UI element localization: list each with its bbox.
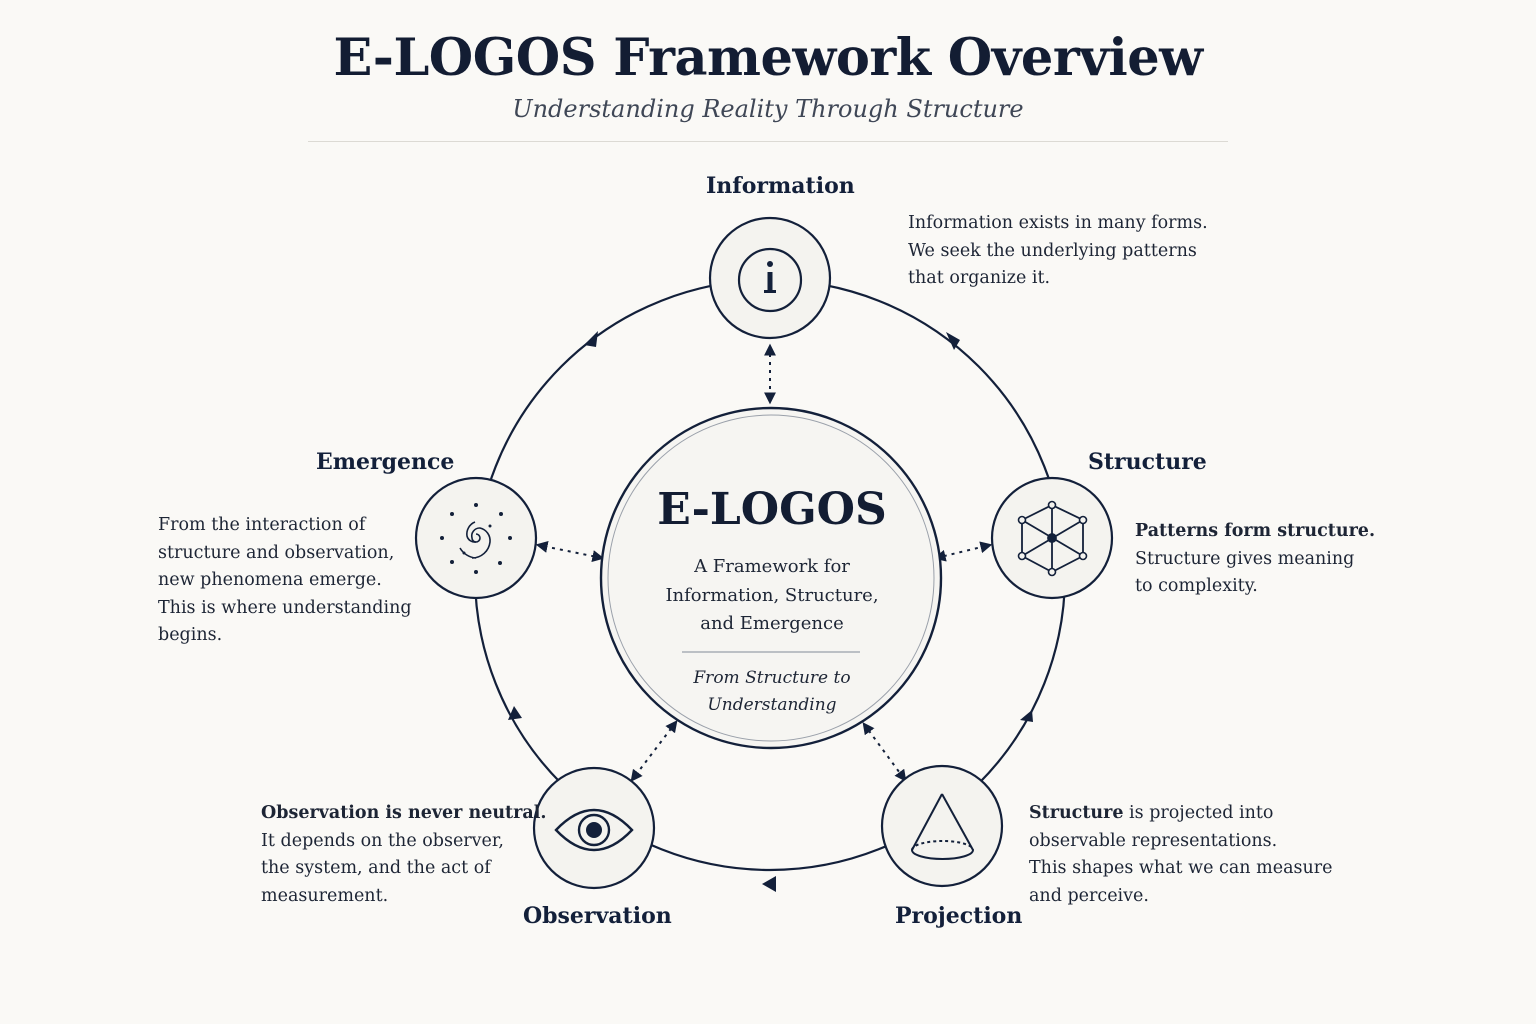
node-information [708, 216, 832, 340]
connector-projection [862, 722, 907, 782]
description-line: measurement. [261, 885, 389, 906]
description-lead: Patterns form [1135, 521, 1278, 541]
connector-structure [933, 541, 993, 562]
description-observation: Observation is never neutral. It depends… [261, 800, 546, 910]
cube-network-icon [1017, 500, 1088, 577]
label-information: Information [706, 173, 855, 199]
center-tagline: From Structure to Understanding [630, 665, 914, 719]
description-line: This is where understanding [158, 597, 412, 618]
header-divider [308, 141, 1228, 142]
page-subtitle: Understanding Reality Through Structure [512, 95, 1024, 123]
arrow-structure-to-projection [1020, 710, 1033, 722]
arrow-emergence-to-information [584, 331, 598, 347]
description-line: the system, and the act of [261, 858, 491, 878]
label-observation: Observation [523, 903, 672, 929]
center-subtitle: A Framework for Information, Structure, … [630, 553, 914, 639]
description-line: We seek the underlying patterns [908, 240, 1197, 261]
label-structure: Structure [1088, 449, 1207, 475]
description-bold: structure. [1277, 521, 1376, 541]
cone-icon [911, 793, 974, 860]
center-tagline-line: From Structure to [693, 668, 851, 688]
description-line: observable representations. [1029, 830, 1278, 851]
center-circle-inner [607, 414, 935, 742]
node-observation [532, 766, 656, 890]
info-icon [737, 247, 803, 313]
arrow-observation-to-emergence [508, 706, 522, 720]
label-emergence: Emergence [316, 449, 455, 475]
center-subtitle-line: and Emergence [700, 613, 844, 634]
center-circle-outer [599, 406, 943, 750]
eye-icon [554, 808, 634, 852]
description-line: Information exists in many forms. [908, 213, 1208, 233]
connector-emergence [535, 541, 605, 562]
node-projection [880, 764, 1004, 888]
description-line: and perceive. [1029, 885, 1149, 906]
arrow-projection-to-observation [762, 876, 776, 892]
description-lead: is projected into [1123, 803, 1274, 823]
spiral-galaxy-icon [440, 503, 512, 574]
node-emergence [414, 476, 538, 600]
description-line: new phenomena emerge. [158, 570, 382, 590]
description-line: It depends on the observer, [261, 830, 504, 851]
page-title: E-LOGOS Framework Overview [333, 28, 1203, 88]
description-line: to complexity. [1135, 576, 1258, 596]
description-bold: Observation is never neutral. [261, 803, 547, 823]
center-subtitle-line: A Framework for [694, 556, 850, 577]
center-tagline-line: Understanding [707, 695, 837, 715]
description-line: Structure gives meaning [1135, 548, 1355, 569]
center-subtitle-line: Information, Structure, [665, 584, 879, 606]
description-line: From the interaction of [158, 515, 366, 535]
description-emergence: From the interaction of structure and ob… [158, 512, 412, 650]
center-connectors [535, 343, 993, 782]
node-structure [990, 476, 1114, 600]
center-title: E-LOGOS [657, 484, 887, 535]
description-line: that organize it. [908, 268, 1051, 288]
description-information: Information exists in many forms. We see… [908, 210, 1208, 293]
description-bold: Structure [1029, 803, 1124, 823]
label-projection: Projection [895, 903, 1023, 929]
description-line: begins. [158, 625, 223, 645]
description-line: This shapes what we can measure [1029, 858, 1333, 878]
connector-observation [630, 720, 678, 782]
description-projection: Structure is projected into observable r… [1029, 800, 1332, 910]
arrow-information-to-structure [946, 332, 960, 350]
cycle-arrows [508, 331, 1033, 892]
description-line: structure and observation, [158, 542, 395, 563]
description-line: Structure is projected into [1029, 800, 1332, 828]
description-structure: Patterns form structure. Structure gives… [1135, 518, 1375, 601]
description-line: Patterns form structure. [1135, 518, 1375, 546]
